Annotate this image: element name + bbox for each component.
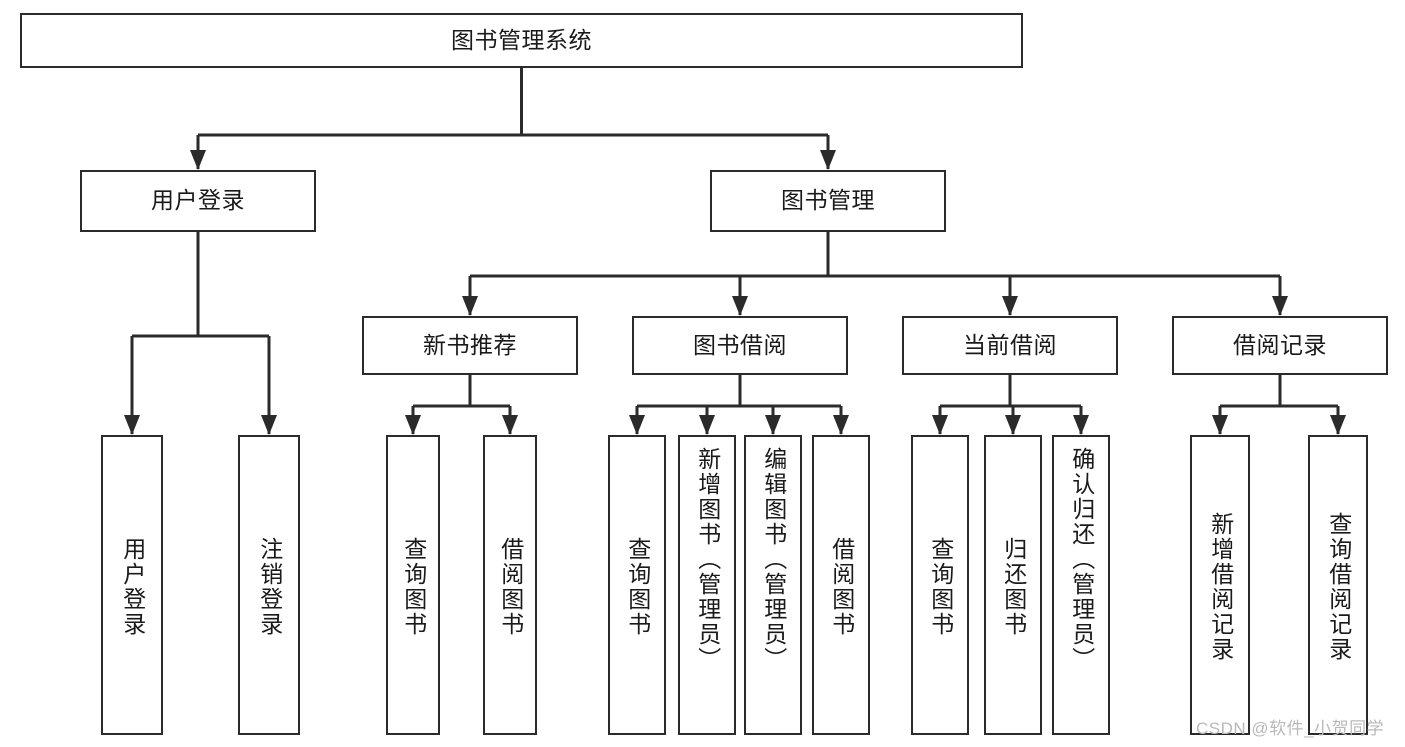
node-label-wrap: 新增借阅记录 [1192, 441, 1248, 733]
node-root[interactable]: 图书管理系统 [20, 13, 1023, 68]
node-l3-current[interactable]: 当前借阅 [902, 316, 1118, 375]
node-leaf-cu-confirm[interactable]: 确认归还（管理员） [1052, 435, 1110, 735]
node-label-wrap: 查询图书 [388, 441, 438, 733]
arrowhead-leaf-bo-query [629, 415, 645, 435]
node-label: 查询图书 [624, 537, 651, 637]
node-label-wrap: 查询图书 [913, 441, 967, 733]
node-label: 新书推荐 [423, 331, 517, 358]
node-label: 归还图书 [1000, 537, 1027, 637]
arrowhead-l2-book-manage [820, 150, 836, 170]
node-label: 当前借阅 [963, 331, 1057, 358]
arrowhead-l3-new-book [462, 296, 478, 316]
arrowhead-leaf-cu-return [1005, 415, 1021, 435]
node-l2-book-manage[interactable]: 图书管理 [710, 170, 946, 232]
arrowhead-leaf-bo-lend [833, 415, 849, 435]
arrowhead-l2-user-login [190, 150, 206, 170]
arrowhead-leaf-rc-query [1330, 415, 1346, 435]
node-leaf-rc-query[interactable]: 查询借阅记录 [1308, 435, 1368, 735]
node-label: 查询图书 [927, 537, 954, 637]
node-leaf-bo-query[interactable]: 查询图书 [608, 435, 666, 735]
arrowhead-leaf-bo-add [699, 415, 715, 435]
node-label: 借阅图书 [828, 537, 855, 637]
node-leaf-nb-borrow[interactable]: 借阅图书 [483, 435, 537, 735]
node-label-wrap: 注销登录 [240, 441, 298, 733]
node-label: 查询借阅记录 [1325, 512, 1352, 662]
arrowhead-l3-current [1002, 296, 1018, 316]
node-l2-user-login[interactable]: 用户登录 [80, 170, 316, 232]
node-label-wrap: 查询图书 [610, 441, 664, 733]
node-label-wrap: 用户登录 [103, 441, 161, 733]
arrowhead-leaf-user-logout [261, 415, 277, 435]
watermark-label: CSDN @软件_小贺同学 [1196, 719, 1385, 738]
arrowhead-leaf-rc-add [1212, 415, 1228, 435]
node-label: 借阅记录 [1233, 331, 1327, 358]
node-label: 新增借阅记录 [1207, 512, 1234, 662]
node-label-wrap: 借阅图书 [485, 441, 535, 733]
node-label: 借阅图书 [497, 537, 524, 637]
node-label: 图书管理 [781, 187, 875, 214]
node-label: 新增图书（管理员） [694, 447, 721, 672]
node-label: 图书借阅 [693, 331, 787, 358]
node-label-wrap: 新增图书（管理员） [680, 441, 734, 733]
node-leaf-cu-return[interactable]: 归还图书 [984, 435, 1042, 735]
node-label-wrap: 查询借阅记录 [1310, 441, 1366, 733]
node-label-wrap: 借阅图书 [814, 441, 868, 733]
node-leaf-bo-add[interactable]: 新增图书（管理员） [678, 435, 736, 735]
arrowhead-leaf-cu-query [932, 415, 948, 435]
arrowhead-leaf-user-login [124, 415, 140, 435]
arrowhead-leaf-nb-query [405, 415, 421, 435]
arrowhead-l3-borrow [732, 296, 748, 316]
node-leaf-user-login[interactable]: 用户登录 [101, 435, 163, 735]
node-label: 用户登录 [119, 537, 146, 637]
node-leaf-nb-query[interactable]: 查询图书 [386, 435, 440, 735]
node-label-wrap: 确认归还（管理员） [1054, 441, 1108, 733]
arrowhead-leaf-nb-borrow [502, 415, 518, 435]
node-leaf-bo-edit[interactable]: 编辑图书（管理员） [744, 435, 802, 735]
node-label: 查询图书 [400, 537, 427, 637]
arrowhead-l3-record [1272, 296, 1288, 316]
arrowhead-leaf-cu-confirm [1073, 415, 1089, 435]
node-label-wrap: 归还图书 [986, 441, 1040, 733]
node-leaf-cu-query[interactable]: 查询图书 [911, 435, 969, 735]
node-leaf-rc-add[interactable]: 新增借阅记录 [1190, 435, 1250, 735]
node-label: 编辑图书（管理员） [760, 447, 787, 672]
node-label: 注销登录 [256, 537, 283, 637]
node-l3-record[interactable]: 借阅记录 [1172, 316, 1388, 375]
arrowhead-leaf-bo-edit [765, 415, 781, 435]
node-l3-new-book[interactable]: 新书推荐 [362, 316, 578, 375]
node-label: 图书管理系统 [451, 26, 592, 53]
node-leaf-user-logout[interactable]: 注销登录 [238, 435, 300, 735]
node-label: 用户登录 [151, 187, 245, 214]
node-leaf-bo-lend[interactable]: 借阅图书 [812, 435, 870, 735]
node-label: 确认归还（管理员） [1068, 447, 1095, 672]
node-label-wrap: 编辑图书（管理员） [746, 441, 800, 733]
node-l3-borrow[interactable]: 图书借阅 [632, 316, 848, 375]
